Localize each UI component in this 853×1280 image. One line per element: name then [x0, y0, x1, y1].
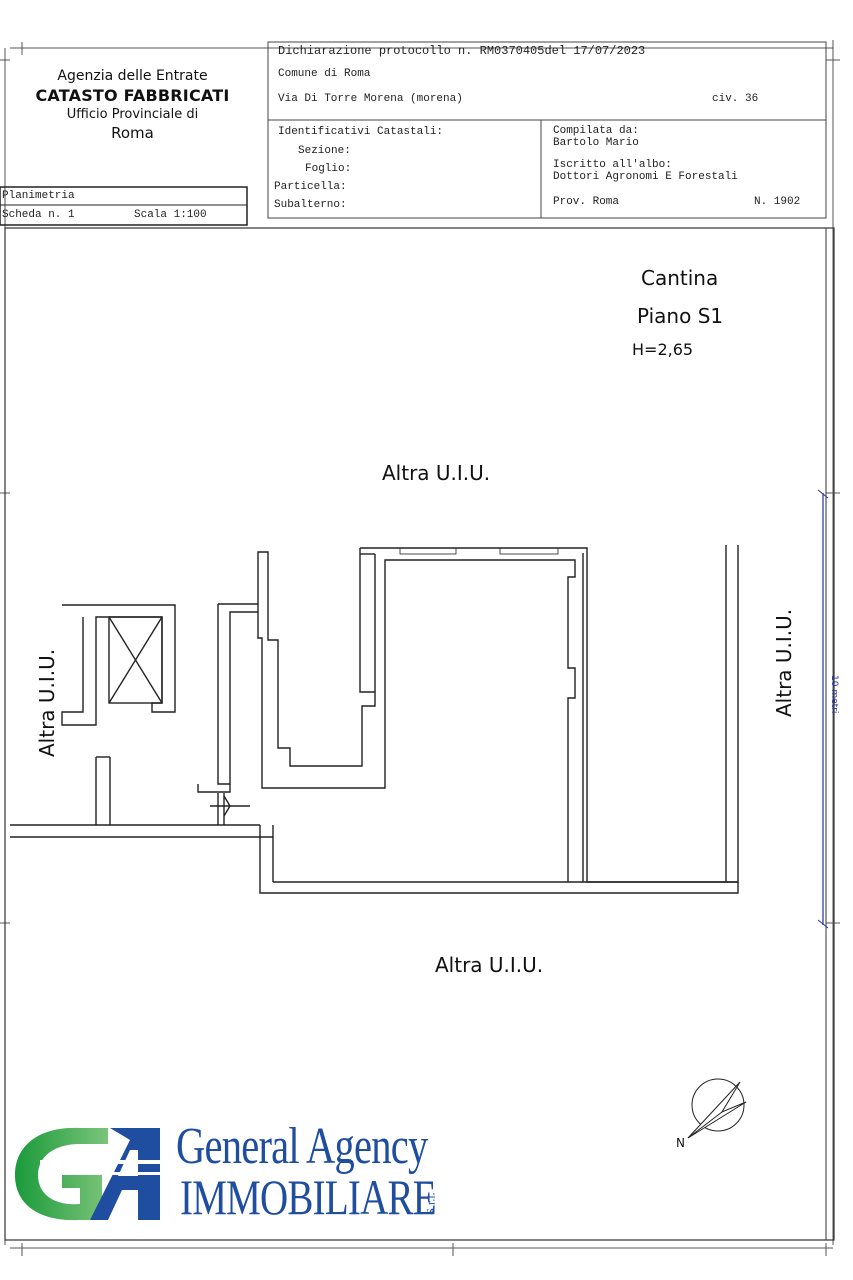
foglio-label: Foglio: [305, 163, 352, 175]
city-label: Roma [111, 124, 154, 142]
plan-title-cantina: Cantina [641, 266, 719, 290]
comune-line: Comune di Roma [278, 68, 371, 80]
scheda-label: Scheda n. 1 [2, 209, 75, 221]
logo-srl: S.r.l. [423, 1192, 438, 1215]
particella-label: Particella: [274, 181, 347, 193]
altra-uiu-bottom: Altra U.I.U. [435, 953, 544, 977]
plan-title-piano: Piano S1 [637, 304, 724, 328]
civ-line: civ. 36 [712, 93, 759, 105]
logo-mark [10, 1120, 170, 1225]
agency-header: Agenzia delle Entrate CATASTO FABBRICATI… [0, 68, 265, 142]
subalterno-label: Subalterno: [274, 199, 347, 211]
identificativi-label: Identificativi Catastali: [278, 126, 444, 138]
altra-uiu-right: Altra U.I.U. [772, 608, 796, 717]
logo-line1: General Agency [176, 1118, 428, 1175]
altra-uiu-top: Altra U.I.U. [382, 461, 491, 485]
compilatore-name: Bartolo Mario [553, 137, 639, 149]
albo-name: Dottori Agronomi E Forestali [553, 171, 738, 183]
planimetria-label: Planimetria [2, 190, 75, 202]
compilata-label: Compilata da: [553, 125, 639, 137]
sezione-label: Sezione: [298, 145, 351, 157]
ufficio-label: Ufficio Provinciale di [66, 107, 199, 122]
via-line: Via Di Torre Morena (morena) [278, 93, 463, 105]
iscritto-label: Iscritto all'albo: [553, 159, 672, 171]
plan-height: H=2,65 [632, 340, 694, 359]
altra-uiu-left: Altra U.I.U. [35, 648, 59, 757]
prov-label: Prov. Roma [553, 196, 620, 208]
logo-line2: IMMOBILIARE [180, 1169, 437, 1225]
agency-name: Agenzia delle Entrate [57, 68, 208, 84]
catasto-title: CATASTO FABBRICATI [35, 86, 230, 105]
scala-label: Scala 1:100 [134, 209, 207, 221]
numero-label: N. 1902 [754, 196, 801, 208]
north-label: N [676, 1136, 685, 1150]
dichiarazione-line: Dichiarazione protocollo n. RM0370405del… [278, 44, 646, 58]
scale-bar-label: 10 metri [829, 675, 839, 714]
